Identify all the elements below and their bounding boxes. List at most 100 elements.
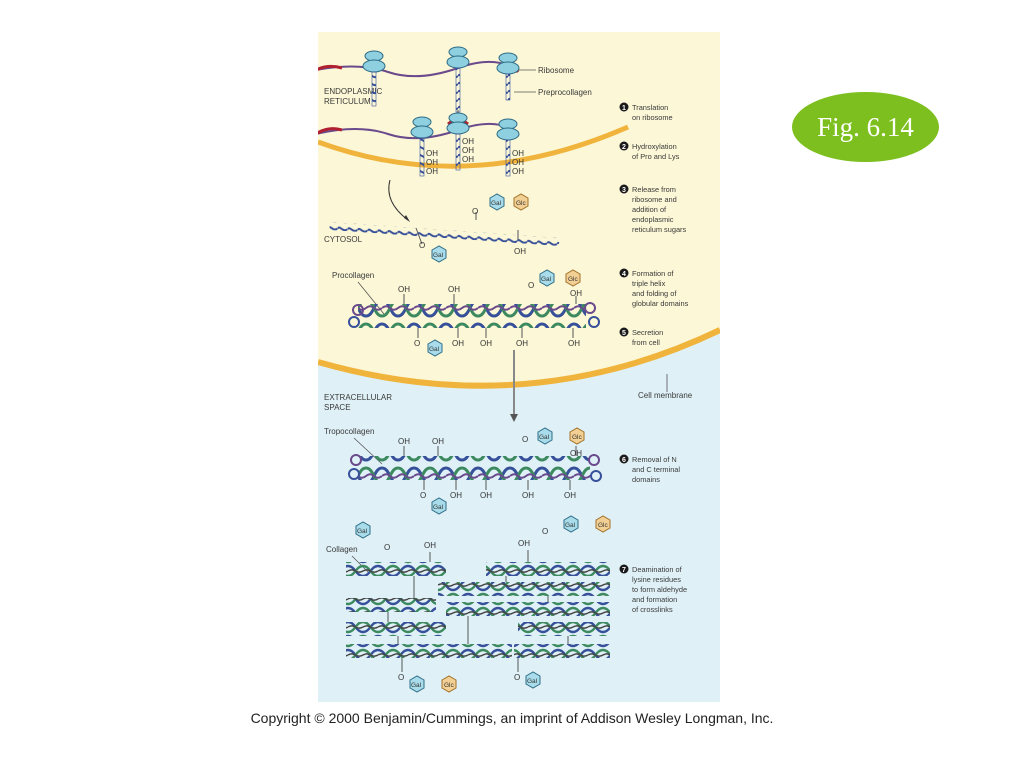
step-number: 7 — [622, 567, 626, 574]
oh-label: OH — [452, 339, 464, 348]
step-text: lysine residues — [632, 575, 681, 584]
o-label: O — [414, 339, 420, 348]
step-7: 7 Deamination of lysine residues to form… — [619, 564, 687, 614]
o-label: O — [384, 543, 390, 552]
gal-sugar-icon: Gal — [563, 515, 579, 533]
o-label: O — [398, 673, 404, 682]
step-text: Formation of — [632, 269, 674, 278]
er-label-line1: ENDOPLASMIC — [324, 87, 382, 96]
step-text: triple helix — [632, 279, 666, 288]
step4-procollagen-helix — [348, 294, 600, 338]
oh-label: OH — [512, 158, 524, 167]
step-text: to form aldehyde — [632, 585, 687, 594]
oh-label: OH — [462, 155, 474, 164]
oh-label: OH — [570, 449, 582, 458]
gal-sugar-icon: Gal — [431, 497, 447, 515]
oh-label: OH — [426, 167, 438, 176]
step-text: Translation — [632, 103, 668, 112]
oh-label: OH — [462, 146, 474, 155]
gal-label: Gal — [357, 528, 368, 535]
glc-sugar-icon: Glc — [569, 427, 585, 445]
o-label: O — [420, 491, 426, 500]
glc-label: Glc — [572, 434, 583, 441]
gal-sugar-icon: Gal — [539, 269, 555, 287]
gal-label: Gal — [527, 678, 538, 685]
oh-label: OH — [512, 167, 524, 176]
gal-sugar-icon: Gal — [409, 675, 425, 693]
gal-label: Gal — [433, 252, 444, 259]
step-1: 1 Translation on ribosome — [619, 102, 673, 122]
step-text: Deamination of — [632, 565, 683, 574]
glc-label: Glc — [598, 522, 609, 529]
step-text: Secretion — [632, 328, 663, 337]
gal-label: Gal — [429, 346, 440, 353]
arrowhead-icon — [510, 414, 518, 422]
gal-sugar-icon: Gal — [537, 427, 553, 445]
step-3: 3 Release from ribosome and addition of … — [619, 184, 687, 234]
step-text: of crosslinks — [632, 605, 673, 614]
extracellular-label-line1: EXTRACELLULAR — [324, 393, 392, 402]
gal-sugar-icon: Gal — [355, 521, 371, 539]
step3-released-chain — [329, 212, 560, 247]
oh-label: OH — [512, 149, 524, 158]
step-text: and folding of — [632, 289, 677, 298]
step-text: endoplasmic — [632, 215, 674, 224]
figure-number-label: Fig. 6.14 — [817, 111, 914, 142]
figure-canvas: ENDOPLASMIC RETICULUM CYTOSOL EXTRACELLU… — [315, 32, 722, 702]
arrowhead-icon — [404, 215, 410, 222]
step6-tropocollagen-helix — [348, 446, 602, 490]
step-text: addition of — [632, 205, 667, 214]
oh-label: OH — [522, 491, 534, 500]
curved-arrow-icon — [388, 179, 409, 221]
cytosol-label: CYTOSOL — [324, 235, 363, 244]
o-label: O — [542, 527, 548, 536]
step-6: 6 Removal of N and C terminal domains — [619, 454, 680, 484]
glc-label: Glc — [568, 276, 579, 283]
oh-label: OH — [398, 285, 410, 294]
oh-label: OH — [398, 437, 410, 446]
step-number: 3 — [622, 187, 626, 194]
oh-label: OH — [518, 539, 530, 548]
glc-sugar-icon: Glc — [513, 193, 529, 211]
step-text: on ribosome — [632, 113, 673, 122]
step-4: 4 Formation of triple helix and folding … — [619, 268, 689, 308]
gal-label: Gal — [411, 682, 422, 689]
o-label: O — [514, 673, 520, 682]
copyright-notice: Copyright © 2000 Benjamin/Cummings, an i… — [250, 710, 774, 726]
gal-sugar-icon: Gal — [427, 339, 443, 357]
step-text: globular domains — [632, 299, 689, 308]
oh-label: OH — [568, 339, 580, 348]
glc-sugar-icon: Glc — [595, 515, 611, 533]
tropocollagen-label: Tropocollagen — [324, 427, 374, 436]
oh-label: OH — [516, 339, 528, 348]
oh-label: OH — [448, 285, 460, 294]
step-2: 2 Hydroxylation of Pro and Lys — [619, 141, 680, 161]
gal-sugar-icon: Gal — [525, 671, 541, 689]
step-number: 5 — [622, 330, 626, 337]
step2-hydroxylated-chains — [315, 112, 520, 177]
step-text: and C terminal — [632, 465, 680, 474]
step-text: and formation — [632, 595, 677, 604]
step-text: Release from — [632, 185, 676, 194]
o-label: O — [419, 241, 425, 250]
step-text: from cell — [632, 338, 660, 347]
er-membrane — [317, 124, 630, 169]
gal-label: Gal — [433, 504, 444, 511]
step-number: 2 — [622, 144, 626, 151]
figure-number-badge: Fig. 6.14 — [792, 92, 939, 162]
step7-collagen-fibrils — [346, 550, 610, 672]
o-label: O — [472, 207, 478, 216]
cell-membrane-label: Cell membrane — [638, 391, 693, 400]
oh-label: OH — [570, 289, 582, 298]
oh-label: OH — [480, 339, 492, 348]
gal-label: Gal — [539, 434, 550, 441]
cell-membrane — [317, 327, 722, 389]
oh-label: OH — [426, 149, 438, 158]
oh-label: OH — [514, 247, 526, 256]
step-text: domains — [632, 475, 660, 484]
oh-label: OH — [564, 491, 576, 500]
preprocollagen-label: Preprocollagen — [538, 88, 592, 97]
step-text: ribosome and — [632, 195, 677, 204]
step-number: 1 — [622, 105, 626, 112]
o-label: O — [522, 435, 528, 444]
